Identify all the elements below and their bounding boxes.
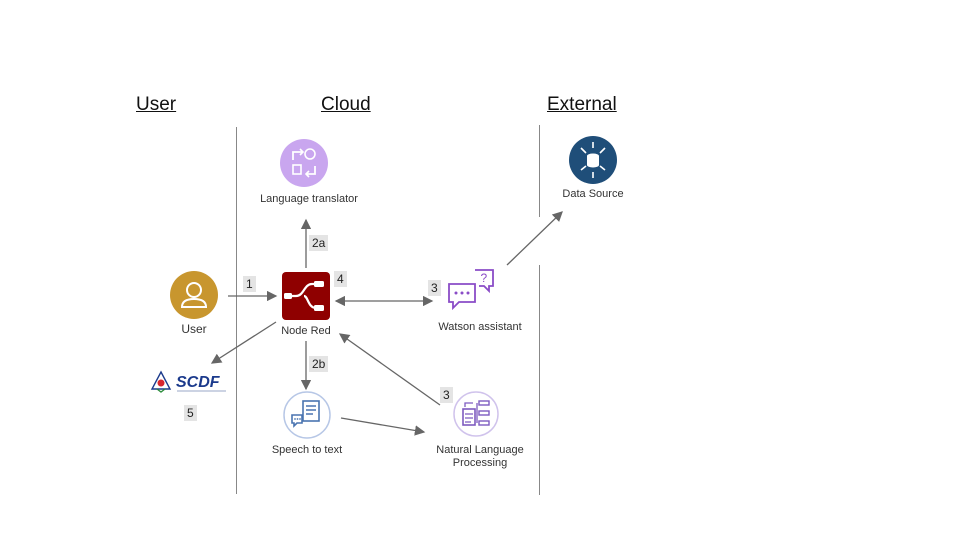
step-3-nlp-badge: 3: [440, 387, 453, 403]
watson-assistant-icon: ?: [445, 266, 497, 314]
scdf-logo: SCDF: [150, 370, 230, 396]
node-red-icon: [282, 272, 330, 320]
data-source-label: Data Source: [562, 188, 624, 200]
node-red-label: Node Red: [281, 325, 331, 337]
language-translator-label: Language translator: [260, 193, 358, 205]
divider-user-cloud: [236, 127, 237, 494]
arrow-speech-to-nlp: [340, 417, 426, 436]
svg-text:?: ?: [481, 271, 488, 285]
header-external: External: [547, 94, 617, 115]
nlp-label-line1: Natural Language: [436, 444, 524, 456]
speech-to-text-label: Speech to text: [271, 444, 343, 456]
step-5-badge: 5: [184, 405, 197, 421]
language-translator-icon: [279, 138, 329, 188]
watson-assistant-label: Watson assistant: [438, 321, 522, 333]
step-4-badge: 4: [334, 271, 347, 287]
divider-cloud-external-top: [539, 125, 540, 217]
user-avatar-icon: [170, 271, 218, 319]
data-source-icon: [569, 136, 617, 184]
arrow-nlp-to-node-red: [338, 333, 441, 406]
header-user: User: [136, 94, 177, 115]
user-label: User: [181, 322, 207, 336]
step-3-watson-badge: 3: [428, 280, 441, 296]
step-1-badge: 1: [243, 276, 256, 292]
divider-cloud-external-bottom: [539, 265, 540, 495]
step-2b-badge: 2b: [309, 356, 329, 372]
arrow-watson-to-data-source: [506, 211, 563, 266]
header-cloud: Cloud: [321, 94, 371, 115]
svg-text:SCDF: SCDF: [176, 374, 221, 391]
step-2a-badge: 2a: [309, 235, 329, 251]
nlp-label-line2: Processing: [452, 457, 508, 469]
speech-to-text-icon: [283, 391, 331, 439]
arrow-node-red-to-scdf: [210, 321, 277, 364]
natural-language-processing-icon: [453, 391, 499, 437]
